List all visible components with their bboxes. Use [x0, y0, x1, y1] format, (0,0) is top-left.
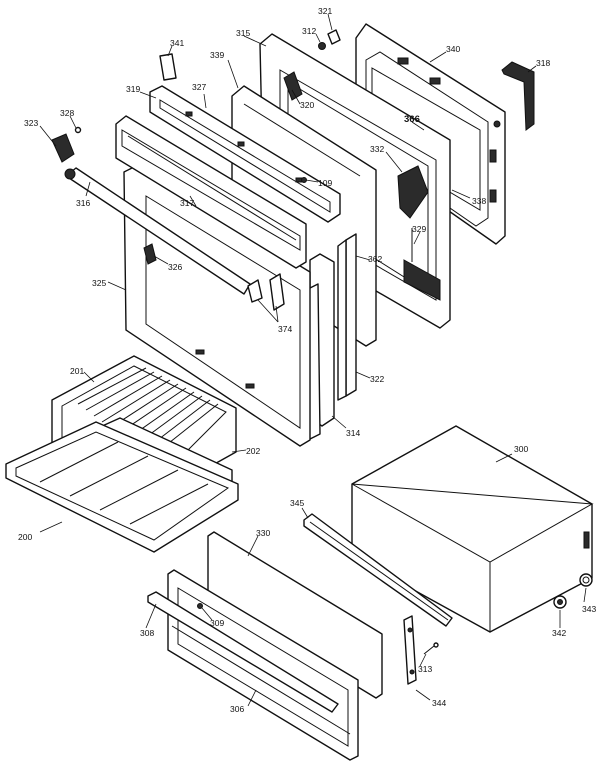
drawer-rail-345	[303, 513, 453, 627]
callout-374: 374	[278, 324, 292, 334]
callout-labels: 341 315 312 321 340 318 339 327 319 320 …	[18, 6, 596, 714]
clip-341	[159, 53, 177, 81]
callout-313: 313	[418, 664, 432, 674]
callout-314: 314	[346, 428, 360, 438]
callout-332: 332	[370, 144, 384, 154]
callout-316: 316	[76, 198, 90, 208]
bolt-321	[327, 29, 341, 45]
callout-306: 306	[230, 704, 244, 714]
callout-327: 327	[192, 82, 206, 92]
callout-322: 322	[370, 374, 384, 384]
handle-bracket-318	[501, 61, 535, 131]
callout-325: 325	[92, 278, 106, 288]
bumpers-374	[247, 273, 285, 311]
screw-328	[74, 126, 82, 134]
callout-330: 330	[256, 528, 270, 538]
callout-329: 329	[412, 224, 426, 234]
drawer-handle-308	[147, 591, 339, 713]
vent-trim-317	[115, 115, 307, 269]
foot-343	[579, 573, 593, 587]
broiler-grid-200	[5, 421, 239, 553]
callout-300: 300	[514, 444, 528, 454]
callout-328: 328	[60, 108, 74, 118]
insulation-strip-322	[337, 233, 357, 401]
screw-109	[301, 177, 307, 183]
callout-308: 308	[140, 628, 154, 638]
end-cap-323	[51, 133, 75, 163]
callout-344: 344	[432, 698, 446, 708]
callout-109: 109	[318, 178, 332, 188]
callout-362: 362	[368, 254, 382, 264]
callout-317: 317	[180, 198, 194, 208]
callout-338: 338	[472, 196, 486, 206]
callout-200: 200	[18, 532, 32, 542]
callout-366: 366	[404, 114, 420, 125]
callout-343: 343	[582, 604, 596, 614]
hinge-320	[283, 71, 303, 101]
nut-312	[318, 42, 326, 50]
callout-315: 315	[236, 28, 250, 38]
callout-340: 340	[446, 44, 460, 54]
callout-341: 341	[170, 38, 184, 48]
foot-342	[553, 595, 567, 609]
callout-339: 339	[210, 50, 224, 60]
window-frame-319	[149, 85, 341, 223]
screw-313	[423, 642, 439, 655]
callout-309: 309	[210, 618, 224, 628]
callout-312: 312	[302, 26, 316, 36]
callout-345: 345	[290, 498, 304, 508]
callout-320: 320	[300, 100, 314, 110]
glide-344	[403, 615, 417, 685]
callout-323: 323	[24, 118, 38, 128]
callout-201: 201	[70, 366, 84, 376]
drawer-trim-306	[171, 625, 351, 735]
callout-202: 202	[246, 446, 260, 456]
callout-342: 342	[552, 628, 566, 638]
callout-319: 319	[126, 84, 140, 94]
callout-321: 321	[318, 6, 332, 16]
callout-326: 326	[168, 262, 182, 272]
callout-318: 318	[536, 58, 550, 68]
leader-lines	[39, 13, 587, 707]
spacer-326	[143, 243, 157, 265]
